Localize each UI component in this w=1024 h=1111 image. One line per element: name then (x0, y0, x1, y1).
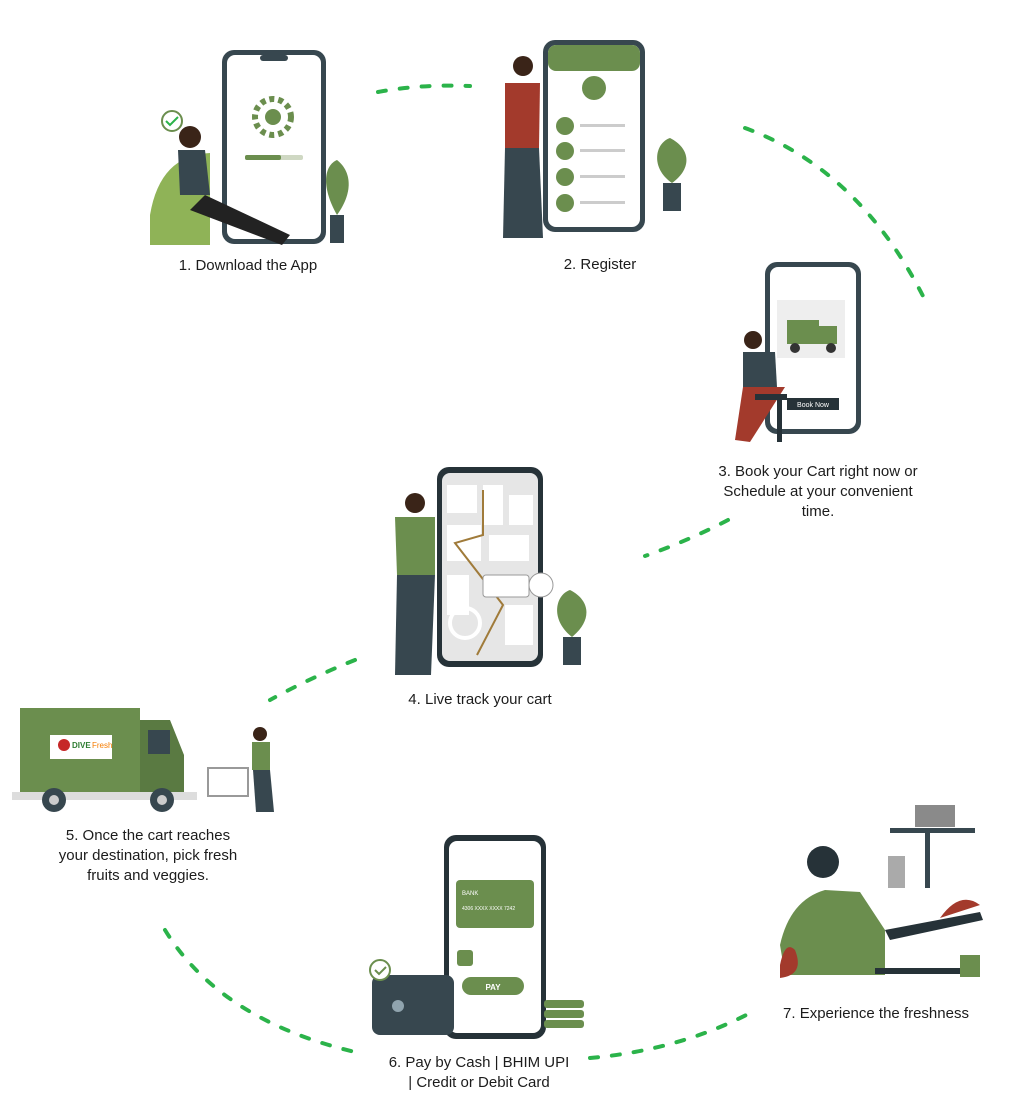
step-1-caption: 1. Download the App (178, 257, 318, 274)
step-3-caption: 3. Book your Cart right now or Schedule … (718, 463, 918, 520)
book-now-button[interactable]: Book Now (797, 402, 830, 409)
step-5-caption: 5. Once the cart reaches your destinatio… (58, 827, 238, 884)
card-number: 4306 XXXX XXXX 7242 (462, 906, 515, 912)
phone-download-illustration (150, 50, 349, 245)
phone-payment-illustration: BANK 4306 XXXX XXXX 7242 PAY (369, 835, 584, 1039)
step-2-caption: 2. Register (563, 256, 637, 273)
step-pay: BANK 4306 XXXX XXXX 7242 PAY (362, 835, 592, 1047)
step-track (385, 465, 605, 680)
delivery-truck-illustration: DIVE Fresh (12, 708, 274, 812)
step-6-caption: 6. Pay by Cash | BHIM UPI | Credit or De… (388, 1054, 570, 1091)
card-bank-label: BANK (462, 891, 478, 897)
pay-button[interactable]: PAY (485, 983, 501, 992)
step-download (150, 45, 380, 255)
phone-booking-illustration: Book Now (735, 262, 861, 442)
brand-logo-text: DIVE (72, 741, 91, 750)
brand-logo-sub: Fresh (92, 741, 112, 750)
cooking-illustration (780, 805, 983, 978)
step-freshness (775, 800, 990, 995)
phone-profile-illustration (503, 40, 687, 238)
step-4-caption: 4. Live track your cart (408, 691, 552, 708)
step-book: Book Now (695, 262, 920, 452)
step-7-caption: 7. Experience the freshness (783, 1005, 969, 1022)
phone-map-illustration (395, 467, 587, 675)
step-pick: DIVE Fresh (12, 700, 282, 820)
step-register (495, 38, 710, 248)
